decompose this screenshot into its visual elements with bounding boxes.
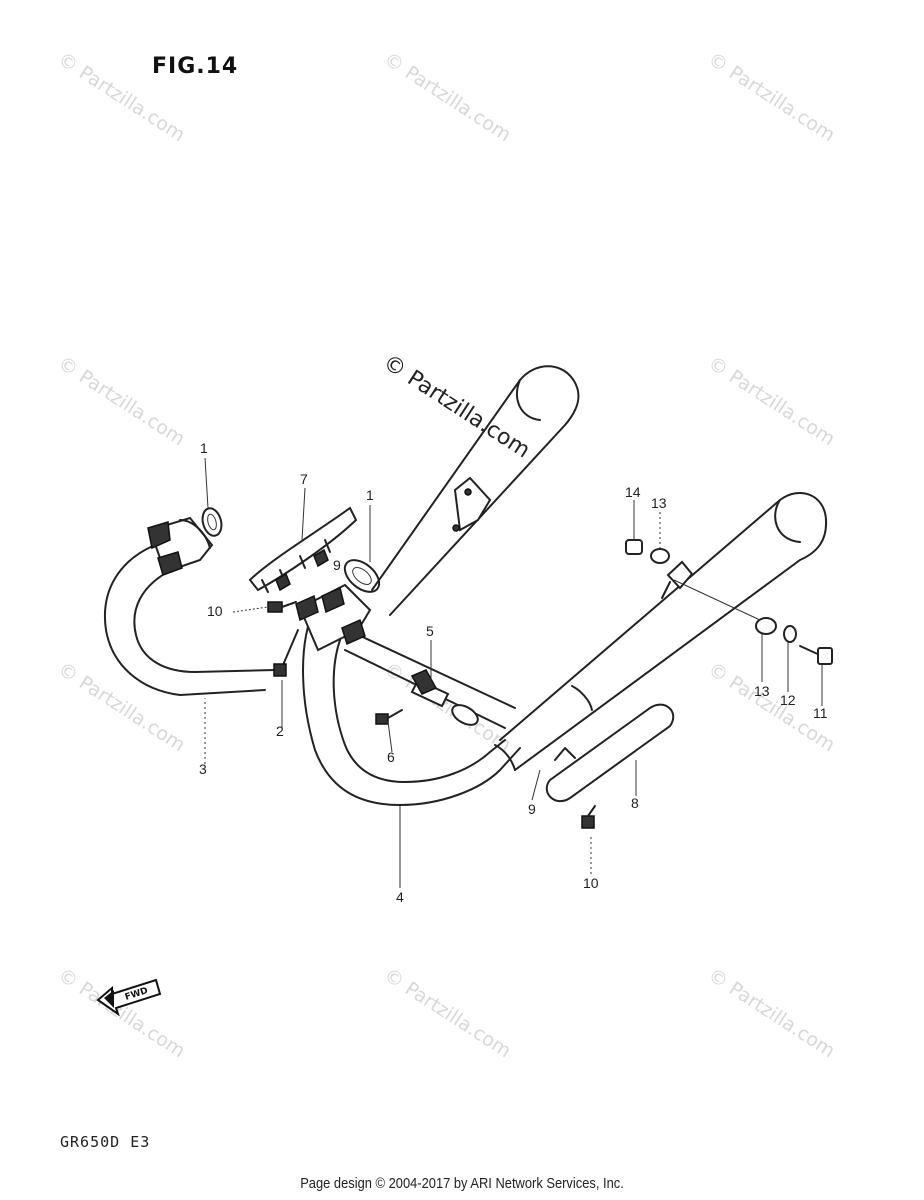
callout-1-right: 1 [366, 487, 374, 503]
callout-7: 7 [300, 471, 308, 487]
washer-13-upper[interactable] [650, 548, 670, 564]
leader-lines [204, 457, 823, 888]
pipe-flange-right[interactable] [295, 583, 372, 652]
callout-9-upper: 9 [333, 557, 341, 573]
exhaust-pipe-right[interactable] [302, 619, 521, 806]
pipe-flange-left[interactable] [147, 516, 214, 576]
figure-title: FIG.14 [152, 54, 239, 79]
muffler-left[interactable] [371, 365, 580, 616]
callout-2: 2 [276, 723, 284, 739]
muffler-bracket-right[interactable] [661, 560, 694, 599]
washer-13-lower[interactable] [755, 617, 777, 635]
muffler-bracket-left[interactable] [452, 476, 492, 532]
gasket-left[interactable] [200, 506, 225, 538]
bolt-6[interactable] [375, 709, 403, 725]
callout-11: 11 [813, 705, 828, 721]
callout-6: 6 [387, 749, 395, 765]
heat-shield-8[interactable] [545, 703, 675, 803]
callout-10-lower: 10 [583, 875, 599, 891]
washer-12[interactable] [783, 625, 797, 643]
callout-8: 8 [631, 795, 639, 811]
exhaust-pipe-left[interactable] [104, 544, 276, 696]
callout-1-left: 1 [200, 440, 208, 456]
model-code: GR650D E3 [60, 1133, 151, 1151]
nut-14[interactable] [625, 539, 643, 555]
callout-13-lower: 13 [754, 683, 770, 699]
bolt-2[interactable] [273, 629, 299, 677]
clip-9-lower[interactable] [554, 747, 576, 761]
callout-4: 4 [396, 889, 404, 905]
callout-10-left: 10 [207, 603, 223, 619]
callout-13-upper: 13 [651, 495, 667, 511]
bolt-10-lower[interactable] [581, 805, 596, 829]
clamp-5[interactable] [410, 669, 438, 695]
heat-shield-7[interactable] [248, 506, 358, 593]
gasket-right[interactable] [339, 554, 385, 598]
fwd-arrow-icon: FWD [96, 978, 162, 1017]
callout-3: 3 [199, 761, 207, 777]
page-footer: Page design © 2004-2017 by ARI Network S… [300, 1175, 624, 1192]
callout-9-lower: 9 [528, 801, 536, 817]
muffler-right[interactable] [494, 491, 828, 771]
bolt-11[interactable] [799, 645, 833, 665]
callout-5: 5 [426, 623, 434, 639]
gasket-right-inner [352, 567, 372, 585]
gasket-left-inner [207, 513, 217, 531]
callout-14: 14 [625, 484, 641, 500]
bolt-10-left[interactable] [267, 601, 297, 613]
callout-12: 12 [780, 692, 796, 708]
